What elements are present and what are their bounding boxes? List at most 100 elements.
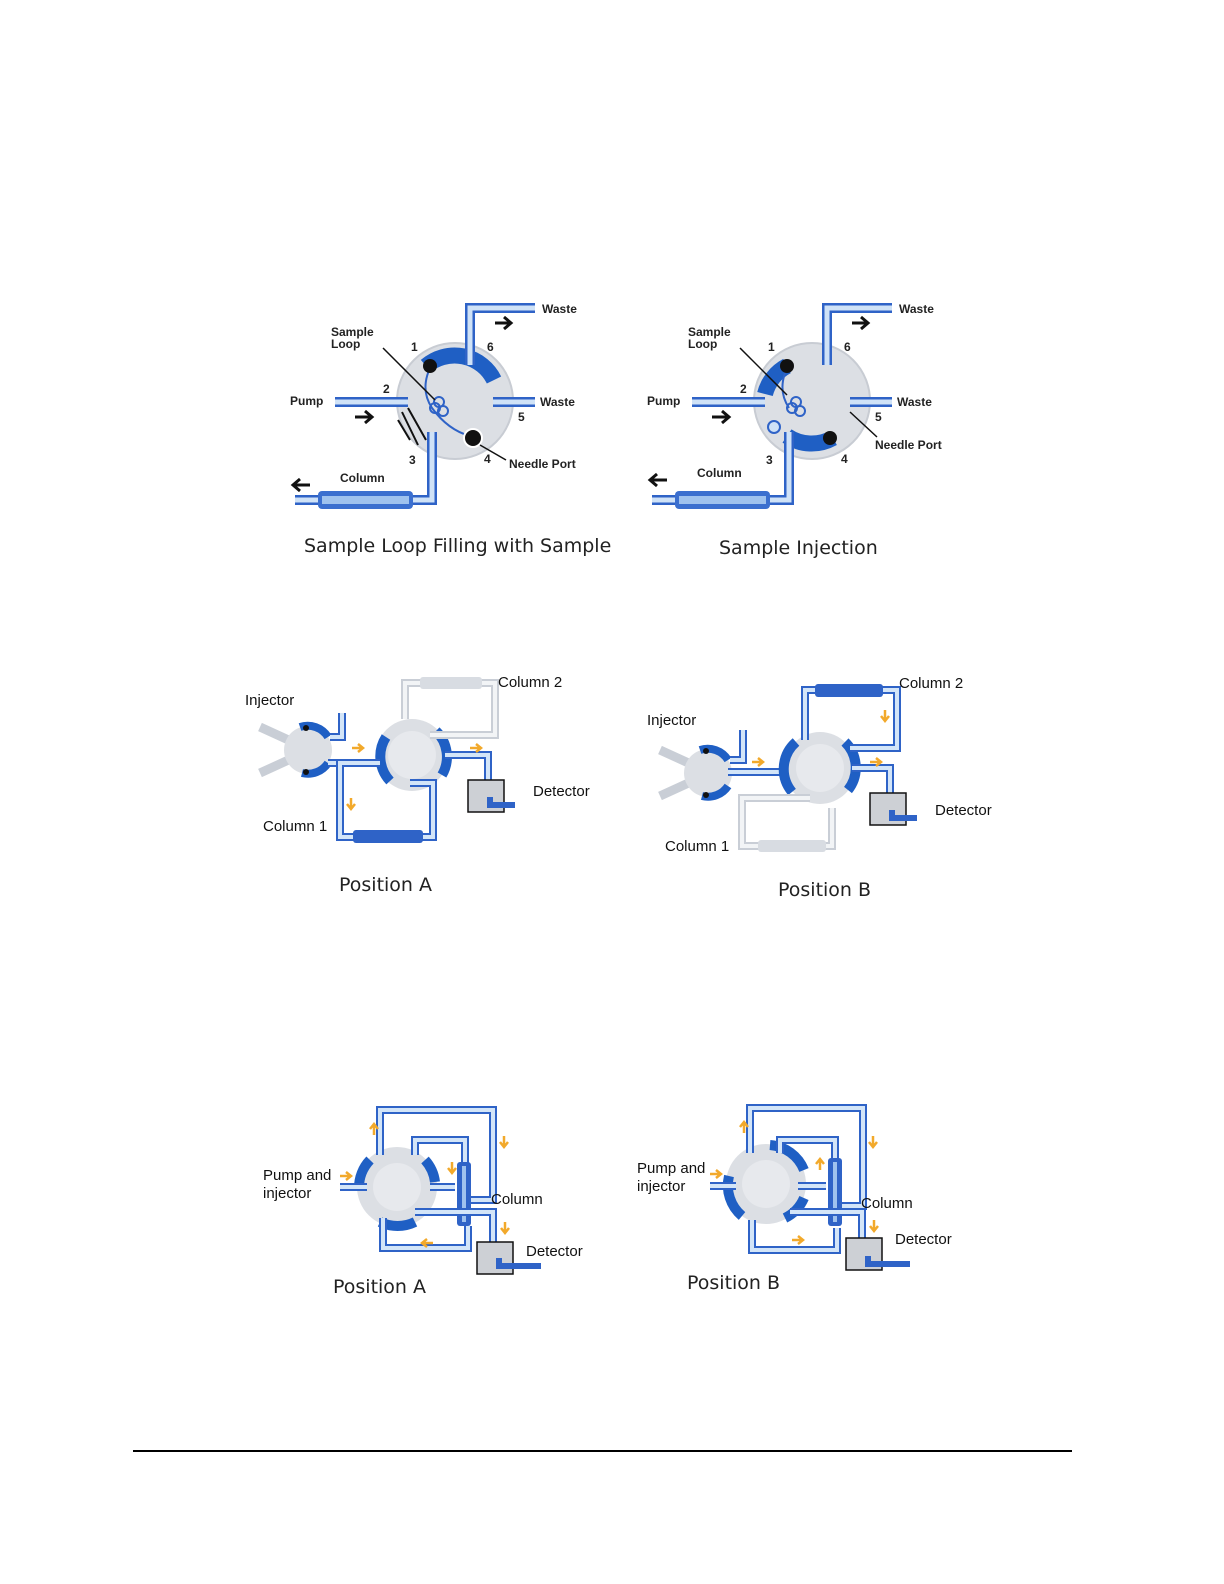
column-label: Column (861, 1195, 913, 1212)
pump-label: Pump (290, 394, 323, 408)
flow-arrow-icon (352, 743, 366, 753)
port-1-dot (423, 359, 437, 373)
port-number-5: 5 (518, 410, 525, 424)
column-label: Column (340, 471, 385, 485)
arrow-icon (712, 409, 732, 425)
detector-label: Detector (895, 1231, 952, 1248)
injector-inlet-tube (730, 730, 747, 764)
flow-arrow-down-icon (447, 1162, 457, 1176)
column-body (457, 1162, 471, 1226)
column-to-detector-tube (790, 1208, 866, 1238)
injector-label: Injector (245, 692, 294, 709)
flow-arrow-down-icon (500, 1222, 510, 1236)
caption-position-a: Position A (339, 874, 433, 896)
port-number-3: 3 (766, 453, 773, 467)
detector-label: Detector (533, 783, 590, 800)
inner-loop-tube (776, 1136, 839, 1163)
arrow-left-icon (647, 472, 667, 488)
flow-arrow-down-icon (869, 1220, 879, 1234)
flow-arrow-up-icon (739, 1119, 749, 1133)
port-4-dot (463, 428, 483, 448)
arrow-icon (495, 315, 514, 331)
needle-port-label: Needle Port (875, 438, 942, 452)
flow-arrow-icon (710, 1169, 724, 1179)
detector-label: Detector (935, 802, 992, 819)
column1-label: Column 1 (665, 838, 729, 855)
flow-arrow-icon (470, 743, 484, 753)
needle-hatch (397, 407, 427, 446)
column-body (318, 491, 413, 509)
column1-label: Column 1 (263, 818, 327, 835)
flow-arrow-left-icon (419, 1238, 433, 1248)
detector-label: Detector (526, 1243, 583, 1260)
pump-label: Pump and (637, 1160, 705, 1177)
sample-loop-label: Loop (688, 337, 717, 351)
column1-body (353, 830, 423, 843)
column-to-detector-tube (415, 1208, 497, 1245)
sample-loop-leader (382, 347, 436, 401)
flow-arrow-icon (752, 757, 766, 767)
detector-box (845, 1237, 910, 1271)
needle-port-leader (849, 411, 878, 438)
needle-port-label: Needle Port (509, 457, 576, 471)
flow-arrow-up-icon (369, 1121, 379, 1135)
caption-sample-injection: Sample Injection (719, 537, 878, 559)
pump-label: injector (263, 1185, 311, 1202)
flow-arrow-down-icon (499, 1136, 509, 1150)
two-column-position-b-diagram: Injector Column 2 Detector Column 1 (647, 675, 992, 855)
port-number-1: 1 (411, 340, 418, 354)
column-body (675, 491, 770, 509)
column2-loop-tube (401, 679, 499, 739)
flow-arrow-icon (792, 1235, 806, 1245)
caption-position-b: Position B (778, 879, 872, 901)
sample-injection-diagram: Waste Waste Sample Loop Pump Column Need… (647, 302, 942, 509)
injector-valve (258, 721, 332, 778)
caption-position-a-2: Position A (333, 1276, 427, 1298)
waste-top-tube (822, 303, 892, 365)
column2-body (815, 684, 883, 697)
port-number-4: 4 (841, 452, 848, 466)
port-number-2: 2 (383, 382, 390, 396)
column2-label: Column 2 (498, 674, 562, 691)
column-label: Column (491, 1191, 543, 1208)
column1-body (758, 840, 826, 852)
needle-port-leader (479, 444, 507, 461)
caption-position-b-2: Position B (687, 1272, 781, 1294)
bottom-loop-tube (748, 1220, 841, 1254)
port-number-1: 1 (768, 340, 775, 354)
column-label: Column (697, 466, 742, 480)
column2-loop-tube (801, 686, 901, 752)
port-number-3: 3 (409, 453, 416, 467)
switching-valve (722, 1140, 809, 1224)
detector-box (467, 779, 515, 813)
port-number-6: 6 (487, 340, 494, 354)
detector-box (869, 792, 917, 826)
port-4-dot (823, 431, 837, 445)
sample-loop-label: Sample (331, 325, 374, 339)
detector-box (476, 1241, 541, 1275)
sample-loop-leader (739, 347, 788, 396)
waste-top-label: Waste (899, 302, 934, 316)
backflush-position-b-diagram: Pump and injector Column Detector (637, 1104, 952, 1271)
sample-loop-label: Sample (688, 325, 731, 339)
port-number-2: 2 (740, 382, 747, 396)
injector-label: Injector (647, 712, 696, 729)
column2-body (420, 677, 482, 689)
port-number-6: 6 (844, 340, 851, 354)
outer-loop-tube (746, 1104, 867, 1210)
backflush-position-a-diagram: Pump and injector Column Detector (263, 1106, 583, 1275)
flow-arrow-icon (870, 757, 884, 767)
flow-arrow-icon (340, 1171, 354, 1181)
port-number-4: 4 (484, 452, 491, 466)
sample-loop-coil (424, 367, 471, 437)
switching-valve (778, 732, 861, 804)
pump-label: Pump (647, 394, 680, 408)
bottom-loop-tube (379, 1218, 472, 1252)
column1-loop-tube (738, 794, 836, 850)
flow-arrow-down-icon (868, 1136, 878, 1150)
sample-loop-label: Loop (331, 337, 360, 351)
footer-rule (133, 1450, 1072, 1452)
flow-arrow-down-icon (346, 798, 356, 812)
arrow-icon (852, 315, 871, 331)
flow-arrow-down-icon (880, 710, 890, 724)
